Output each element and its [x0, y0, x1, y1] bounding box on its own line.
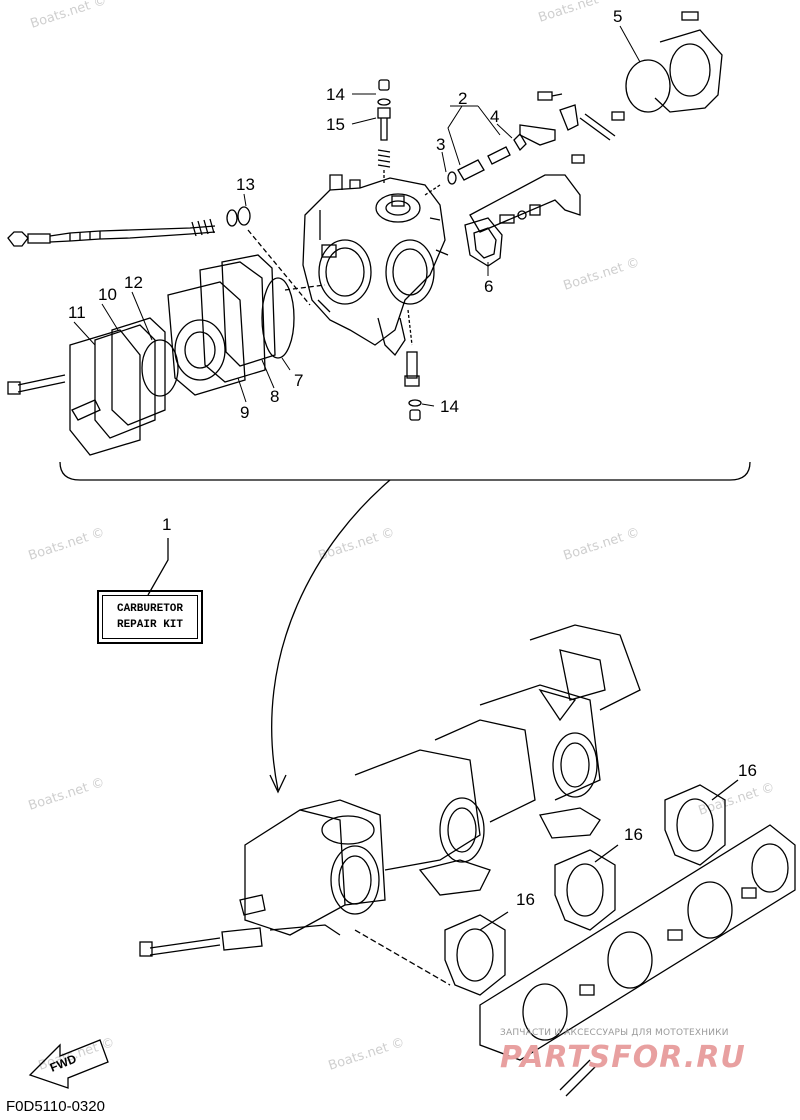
gasket-6	[464, 217, 503, 267]
shop-watermark-logo: PARTSFOR.RU	[500, 1040, 746, 1075]
intake-manifold	[479, 824, 796, 1097]
callout-11: 11	[68, 303, 86, 322]
lower-needle-parts	[404, 309, 422, 421]
diaphragm-cover-5	[625, 11, 723, 113]
callout-16: 16	[516, 890, 535, 909]
callout-9: 9	[240, 403, 249, 422]
cover-11	[69, 329, 141, 456]
watermark: Boats.net ©	[317, 525, 397, 564]
callout-8: 8	[270, 387, 279, 406]
kit-label-line1: CARBURETOR	[116, 603, 183, 615]
carburetor-bank	[139, 624, 641, 986]
callout-12: 12	[124, 273, 143, 292]
gasket-10	[111, 317, 166, 426]
callout-2: 2	[458, 89, 467, 108]
gasket-8	[221, 254, 276, 367]
gasket-16	[554, 849, 616, 931]
diaphragm-9	[199, 261, 266, 383]
callout-4: 4	[490, 107, 499, 126]
watermark: Boats.net ©	[27, 775, 107, 814]
callout-1: 1	[162, 515, 171, 534]
callout-10: 10	[98, 285, 117, 304]
repair-kit-inner-border: CARBURETOR REPAIR KIT	[102, 595, 198, 639]
diaphragm-7	[261, 277, 295, 359]
watermark: Boats.net ©	[562, 255, 642, 294]
fuel-pump-stack	[7, 229, 326, 456]
pointer-arrow	[271, 479, 391, 791]
carburetor-body	[302, 174, 449, 357]
idle-adjust-screw	[7, 206, 251, 247]
pilot-jet-parts	[424, 132, 527, 196]
pump-body	[167, 281, 246, 396]
callout-6: 6	[484, 277, 493, 296]
callout-14: 14	[440, 397, 459, 416]
watermark: Boats.net ©	[697, 780, 777, 819]
watermark: Boats.net ©	[29, 0, 109, 32]
watermark: Boats.net ©	[562, 525, 642, 564]
needle-valve-assembly	[377, 79, 391, 185]
watermark: Boats.net ©	[27, 525, 107, 564]
callout-16: 16	[624, 825, 643, 844]
throttle-linkage	[469, 91, 625, 233]
shop-watermark-tagline: ЗАПЧАСТИ И АКСЕССУАРЫ ДЛЯ МОТОТЕХНИКИ	[500, 1028, 729, 1038]
kit-label-line2: REPAIR KIT	[116, 619, 183, 631]
callout-3: 3	[436, 135, 445, 154]
callout-14: 14	[326, 85, 345, 104]
figure-code: F0D5110-0320	[6, 1098, 105, 1115]
callout-15: 15	[326, 115, 345, 134]
callout-13: 13	[236, 175, 255, 194]
grouping-bracket	[59, 461, 751, 481]
watermark: Boats.net ©	[327, 1035, 407, 1074]
callout-7: 7	[294, 371, 303, 390]
o-ring-13	[237, 206, 251, 226]
gasket-16	[664, 784, 726, 866]
repair-kit-label: CARBURETOR REPAIR KIT	[97, 590, 203, 644]
callout-16: 16	[738, 761, 757, 780]
o-ring-12	[141, 339, 179, 397]
watermark: Boats.net ©	[537, 0, 617, 26]
gasket-16	[444, 914, 506, 996]
callout-5: 5	[613, 7, 622, 26]
